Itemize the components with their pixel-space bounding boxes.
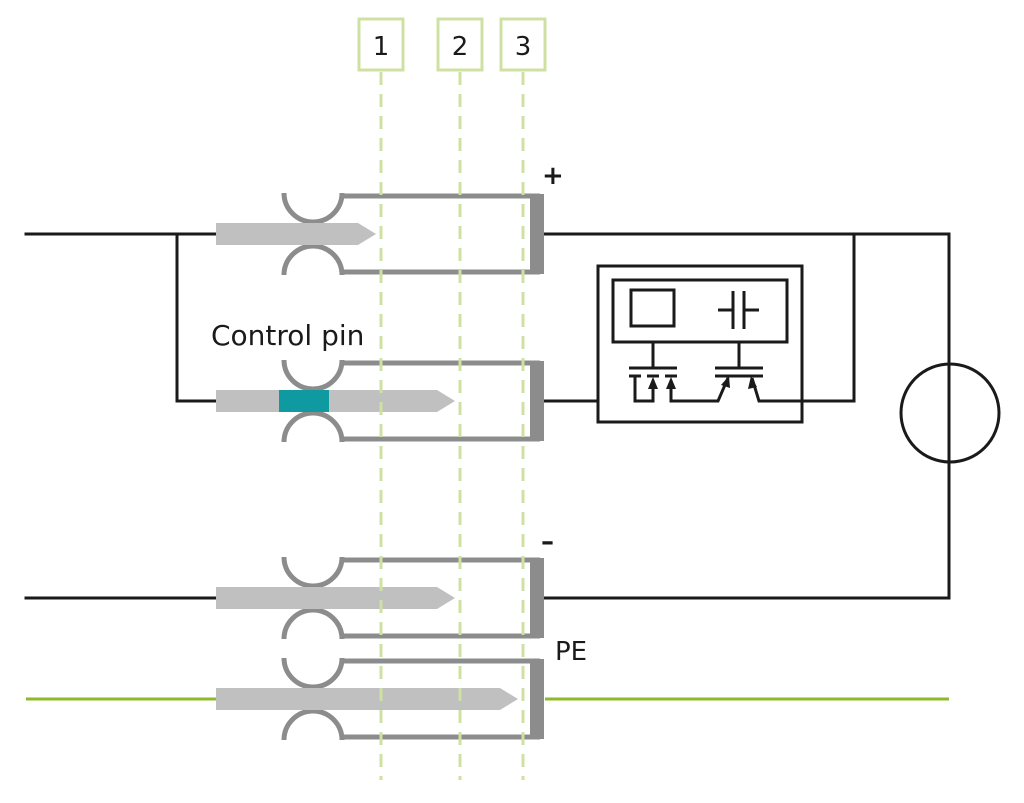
- stage-box-2: [436, 17, 484, 72]
- voltage-source: [899, 361, 1001, 465]
- pin-minus: [216, 587, 455, 609]
- control-pin-marker: [279, 390, 329, 412]
- minus-wire-right: [543, 461, 951, 600]
- control-bridge-wire: [175, 232, 218, 403]
- socket-sleeve: [281, 359, 540, 392]
- socket-sleeve: [281, 243, 540, 276]
- stage-label-3: 3: [515, 32, 532, 62]
- wiring: [24, 232, 951, 701]
- socket-back-plate: [530, 194, 544, 274]
- socket-back-plate: [530, 659, 544, 739]
- module-controller-box: [611, 278, 789, 344]
- switch-module: [596, 264, 804, 424]
- plus-wire-right: [543, 232, 951, 365]
- module-return-wire: [799, 232, 856, 403]
- contact-minus: [216, 556, 544, 640]
- contacts: [216, 192, 544, 741]
- igbt-icon: [715, 342, 801, 403]
- pin-pe: [216, 688, 518, 710]
- mosfet-icon: [629, 342, 730, 403]
- stage-box-3: [499, 17, 547, 72]
- pin-control: [216, 390, 455, 412]
- contact-control: [216, 359, 544, 443]
- contact-pe: [216, 657, 544, 741]
- stage-label-1: 1: [373, 32, 390, 62]
- pe-label: PE: [555, 637, 587, 667]
- socket-back-plate: [530, 361, 544, 441]
- module-outer-box: [596, 264, 804, 424]
- stage-box-1: [357, 17, 405, 72]
- socket-sleeve: [281, 556, 540, 589]
- contact-plus: [216, 192, 544, 276]
- stage-markers: 1 2 3: [357, 17, 547, 780]
- socket-back-plate: [530, 558, 544, 638]
- socket-sleeve: [281, 192, 540, 225]
- control-pin-label: Control pin: [211, 319, 364, 352]
- pin-plus: [216, 223, 376, 245]
- socket-sleeve: [281, 657, 540, 690]
- plus-label: +: [542, 161, 564, 191]
- stage-label-2: 2: [452, 32, 469, 62]
- socket-sleeve: [281, 410, 540, 443]
- capacitor-icon: [718, 291, 759, 329]
- socket-sleeve: [281, 708, 540, 741]
- socket-sleeve: [281, 607, 540, 640]
- logic-block-icon: [629, 288, 676, 328]
- minus-label: –: [541, 527, 554, 557]
